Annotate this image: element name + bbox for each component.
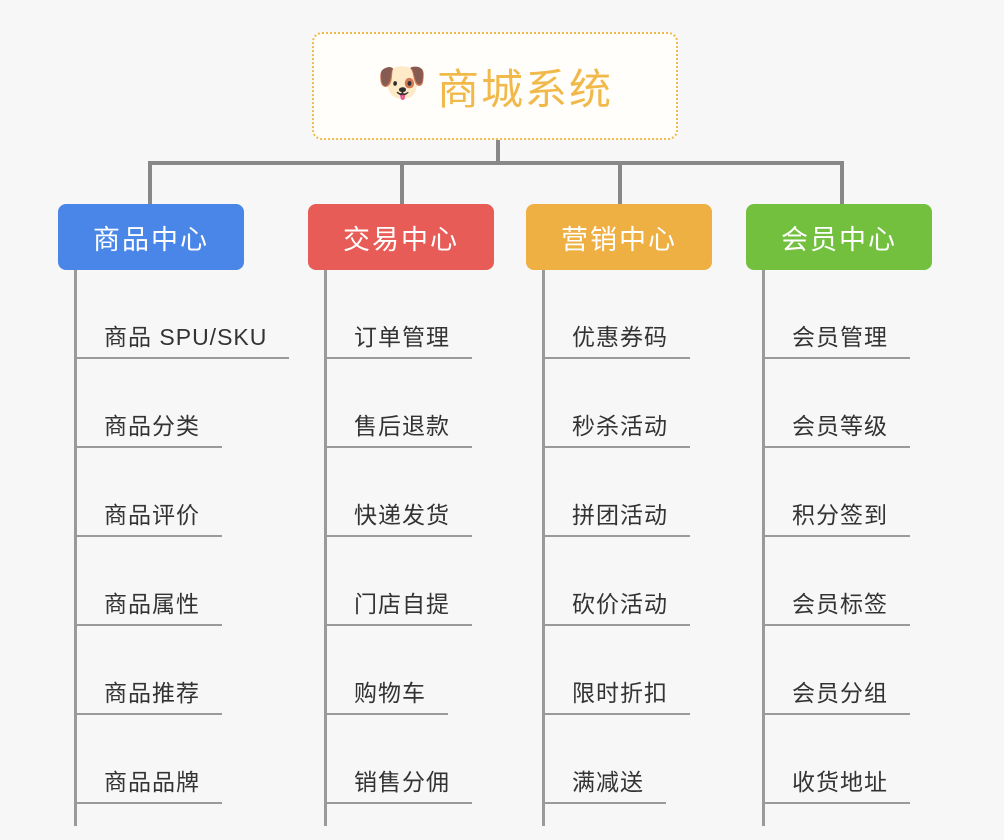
leaf-item-label: 售后退款: [324, 413, 472, 448]
leaf-item[interactable]: 商品品牌: [58, 715, 244, 804]
root-node-title: 商城系统: [436, 65, 613, 113]
connector-drop-product-center: [148, 161, 152, 206]
leaf-item[interactable]: 商品属性: [58, 537, 244, 626]
leaf-item[interactable]: 会员标签: [746, 537, 932, 626]
leaf-list-marketing-center: 优惠券码 秒杀活动 拼团活动 砍价活动 限时折扣 满减送: [526, 270, 712, 826]
category-header-member-center[interactable]: 会员中心: [746, 204, 932, 270]
leaf-item-label: 积分签到: [762, 502, 910, 537]
connector-drop-marketing-center: [618, 161, 622, 206]
branch-product-center: 商品中心 商品 SPU/SKU 商品分类 商品评价 商品属性 商品推荐 商品品牌: [58, 204, 290, 826]
root-node-shopping-mall-system[interactable]: 🐶 商城系统: [312, 32, 678, 140]
leaf-item-label: 购物车: [324, 680, 448, 715]
leaf-item-label: 限时折扣: [542, 680, 690, 715]
leaf-item[interactable]: 优惠券码: [526, 270, 712, 359]
leaf-item[interactable]: 砍价活动: [526, 537, 712, 626]
leaf-item[interactable]: 秒杀活动: [526, 359, 712, 448]
leaf-item-label: 门店自提: [324, 591, 472, 626]
leaf-item[interactable]: 快递发货: [308, 448, 494, 537]
leaf-item-label: 订单管理: [324, 324, 472, 359]
category-header-trade-center[interactable]: 交易中心: [308, 204, 494, 270]
category-label: 交易中心: [343, 224, 459, 255]
leaf-item-label: 砍价活动: [542, 591, 690, 626]
branch-trunk-line: [762, 270, 765, 826]
leaf-item-label: 会员管理: [762, 324, 910, 359]
leaf-list-member-center: 会员管理 会员等级 积分签到 会员标签 会员分组 收货地址: [746, 270, 932, 826]
category-header-marketing-center[interactable]: 营销中心: [526, 204, 712, 270]
branch-marketing-center: 营销中心 优惠券码 秒杀活动 拼团活动 砍价活动 限时折扣 满减送: [526, 204, 712, 826]
leaf-item[interactable]: 限时折扣: [526, 626, 712, 715]
leaf-item-label: 会员分组: [762, 680, 910, 715]
branch-trade-center: 交易中心 订单管理 售后退款 快递发货 门店自提 购物车 销售分佣: [308, 204, 494, 826]
branch-trunk-line: [542, 270, 545, 826]
leaf-list-product-center: 商品 SPU/SKU 商品分类 商品评价 商品属性 商品推荐 商品品牌: [58, 270, 290, 826]
leaf-item[interactable]: 商品分类: [58, 359, 244, 448]
leaf-item-label: 拼团活动: [542, 502, 690, 537]
leaf-list-trade-center: 订单管理 售后退款 快递发货 门店自提 购物车 销售分佣: [308, 270, 494, 826]
connector-drop-trade-center: [400, 161, 404, 206]
leaf-item[interactable]: 售后退款: [308, 359, 494, 448]
leaf-item-label: 商品评价: [74, 502, 222, 537]
category-label: 营销中心: [561, 224, 677, 255]
leaf-item[interactable]: 购物车: [308, 626, 494, 715]
leaf-item[interactable]: 收货地址: [746, 715, 932, 804]
leaf-item-label: 商品 SPU/SKU: [74, 324, 290, 359]
leaf-item[interactable]: 拼团活动: [526, 448, 712, 537]
leaf-item[interactable]: 会员管理: [746, 270, 932, 359]
connector-root-stub: [496, 140, 500, 164]
branch-member-center: 会员中心 会员管理 会员等级 积分签到 会员标签 会员分组 收货地址: [746, 204, 932, 826]
leaf-item-label: 优惠券码: [542, 324, 690, 359]
category-label: 商品中心: [93, 224, 209, 255]
leaf-item-label: 会员等级: [762, 413, 910, 448]
leaf-item-label: 商品推荐: [74, 680, 222, 715]
leaf-item[interactable]: 门店自提: [308, 537, 494, 626]
dog-face-icon: 🐶: [376, 61, 427, 105]
leaf-item-label: 会员标签: [762, 591, 910, 626]
leaf-item[interactable]: 会员分组: [746, 626, 932, 715]
leaf-item-label: 快递发货: [324, 502, 472, 537]
leaf-item[interactable]: 会员等级: [746, 359, 932, 448]
leaf-item[interactable]: 订单管理: [308, 270, 494, 359]
leaf-item[interactable]: 商品 SPU/SKU: [58, 270, 290, 359]
leaf-item-label: 商品属性: [74, 591, 222, 626]
leaf-item-label: 销售分佣: [324, 769, 472, 804]
leaf-item-label: 满减送: [542, 769, 666, 804]
connector-drop-member-center: [840, 161, 844, 206]
leaf-item[interactable]: 销售分佣: [308, 715, 494, 804]
leaf-item-label: 商品分类: [74, 413, 222, 448]
connector-horizontal-bus: [148, 161, 844, 165]
category-label: 会员中心: [781, 224, 897, 255]
leaf-item[interactable]: 商品推荐: [58, 626, 244, 715]
branch-trunk-line: [74, 270, 77, 826]
leaf-item[interactable]: 商品评价: [58, 448, 244, 537]
leaf-item-label: 商品品牌: [74, 769, 222, 804]
leaf-item[interactable]: 积分签到: [746, 448, 932, 537]
leaf-item[interactable]: 满减送: [526, 715, 712, 804]
category-header-product-center[interactable]: 商品中心: [58, 204, 244, 270]
leaf-item-label: 收货地址: [762, 769, 910, 804]
branch-trunk-line: [324, 270, 327, 826]
leaf-item-label: 秒杀活动: [542, 413, 690, 448]
